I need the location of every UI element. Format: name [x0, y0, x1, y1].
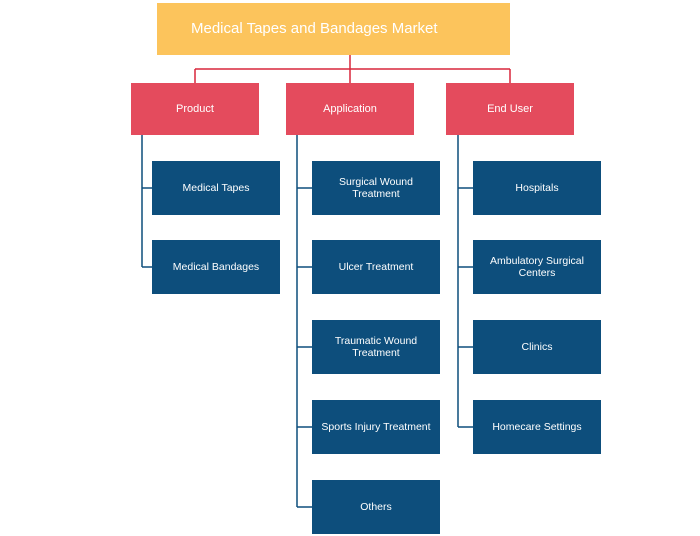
leaf-label: Ulcer Treatment — [338, 260, 414, 273]
leaf-ambulatory-surgical-centers: Ambulatory Surgical Centers — [473, 240, 601, 294]
leaf-label: Clinics — [521, 340, 553, 353]
leaf-medical-bandages: Medical Bandages — [152, 240, 280, 294]
category-product: Product — [131, 83, 259, 135]
root-connectors — [194, 55, 511, 83]
leaf-traumatic-wound-treatment: Traumatic Wound Treatment — [312, 320, 440, 374]
leaf-hospitals: Hospitals — [473, 161, 601, 215]
category-product-label: Product — [176, 102, 214, 115]
leaf-label: Ambulatory Surgical Centers — [490, 254, 584, 279]
leaf-surgical-wound-treatment: Surgical Wound Treatment — [312, 161, 440, 215]
category-application-label: Application — [323, 102, 377, 115]
leaf-label: Medical Bandages — [172, 260, 260, 273]
category-application: Application — [286, 83, 414, 135]
leaf-medical-tapes: Medical Tapes — [152, 161, 280, 215]
leaf-label: Traumatic Wound Treatment — [334, 334, 418, 359]
leaf-others: Others — [312, 480, 440, 534]
leaf-connectors — [141, 135, 473, 508]
root-node: Medical Tapes and Bandages Market — [157, 3, 510, 55]
category-end-user-label: End User — [487, 102, 533, 115]
root-label: Medical Tapes and Bandages Market — [191, 20, 438, 38]
leaf-label: Hospitals — [515, 181, 559, 194]
category-end-user: End User — [446, 83, 574, 135]
leaf-label: Others — [360, 500, 392, 513]
leaf-label: Homecare Settings — [492, 420, 582, 433]
leaf-label: Medical Tapes — [182, 181, 250, 194]
leaf-sports-injury-treatment: Sports Injury Treatment — [312, 400, 440, 454]
leaf-homecare-settings: Homecare Settings — [473, 400, 601, 454]
leaf-label: Surgical Wound Treatment — [339, 175, 413, 200]
leaf-clinics: Clinics — [473, 320, 601, 374]
leaf-ulcer-treatment: Ulcer Treatment — [312, 240, 440, 294]
leaf-label: Sports Injury Treatment — [321, 420, 431, 433]
